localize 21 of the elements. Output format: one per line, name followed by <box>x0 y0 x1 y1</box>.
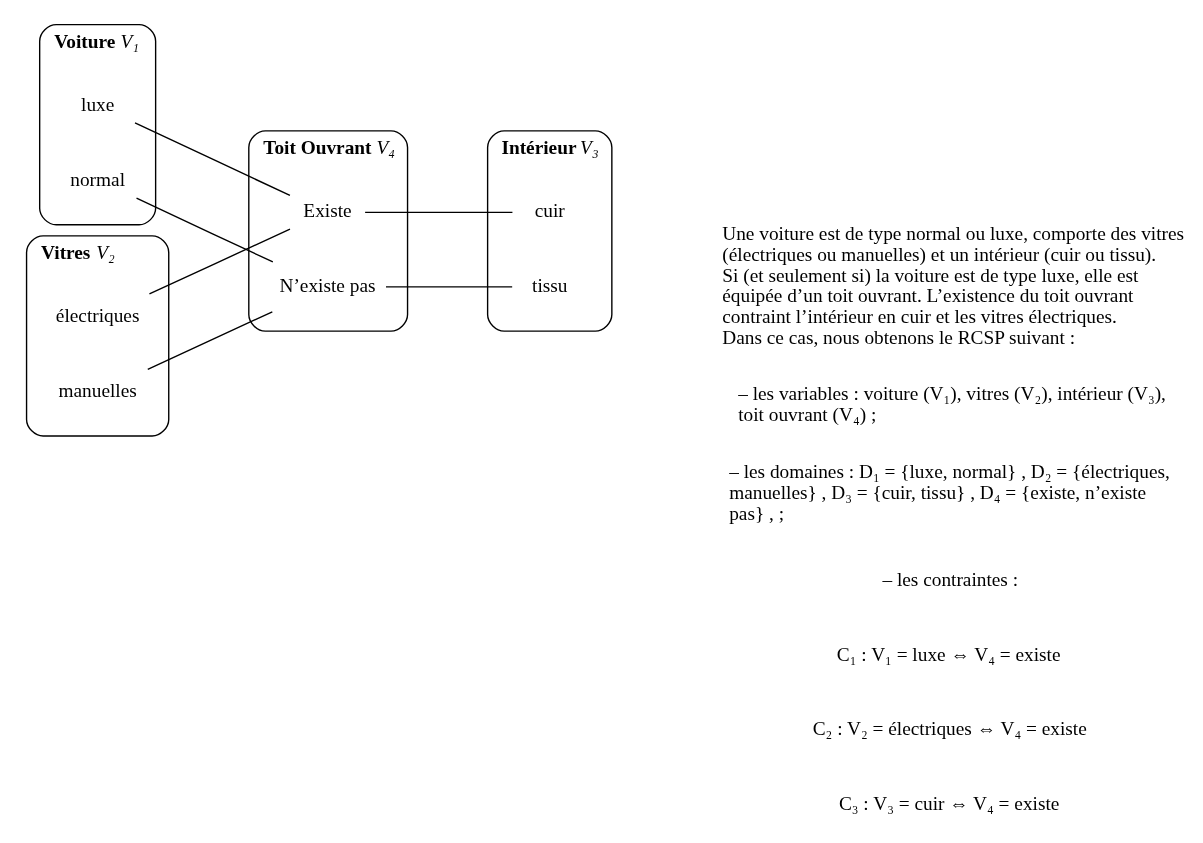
label: – les domaines : D₁ = {luxe, normal} , D₂ = {électriques, manuelles} , D₃ = {cuir, tissu} , D₄ = {existe, n’existe pas} , ; <box>729 461 1170 524</box>
label: – les contraintes : <box>882 569 1019 591</box>
label: C₃ : V₃ = cuir ⇔ V₄ = existe <box>838 792 1060 814</box>
connector <box>385 286 513 288</box>
connector <box>148 228 291 295</box>
label: – les variables : voiture (V₁), vitres (V₂), intérieur (V₃), toit ouvrant (V₄) ; <box>738 383 1166 426</box>
node-text: cuir <box>534 200 565 222</box>
node-text: normal <box>70 168 126 190</box>
node-text: N’existe pas <box>279 275 376 297</box>
connector <box>364 211 514 214</box>
label: Une voiture est de type normal ou luxe, comporte des vitres (électriques ou manuelles) et un intérieur (cuir ou tissu). Si (et seulement si) la voiture est de type luxe, elle est équipée d’un toit ouvrant. L’existence du toit ouvrant contraint l’intérieur en cuir et les vitres électriques. Dans ce cas, nous obtenons le RCSP suivant : <box>722 223 1185 348</box>
node-text: tissu <box>532 275 568 297</box>
node-text: Existe <box>303 200 352 222</box>
label: C₁ : V₁ = luxe ⇔ V₄ = existe <box>836 643 1061 665</box>
node-text: luxe <box>81 94 115 116</box>
connector <box>147 311 273 370</box>
connector <box>135 197 274 263</box>
node-text: électriques <box>55 305 140 327</box>
connector <box>134 122 291 197</box>
label: C₂ : V₂ = électriques ⇔ V₄ = existe <box>812 718 1087 740</box>
node-text: manuelles <box>58 379 137 401</box>
